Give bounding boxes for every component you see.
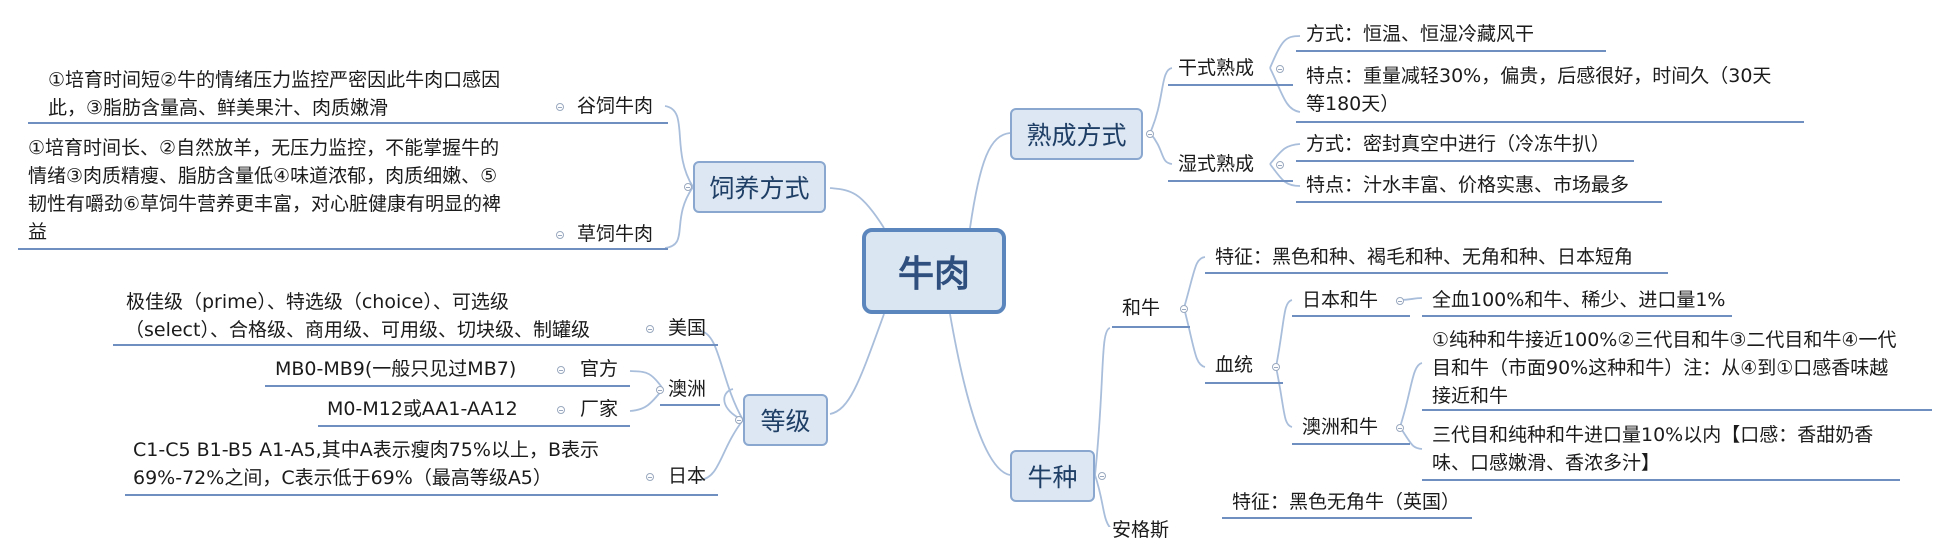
subtopic-japan[interactable]: 日本	[668, 465, 707, 487]
text-line: 益	[28, 221, 48, 243]
topic-feeding-method[interactable]: 饲养方式	[693, 161, 826, 213]
branch-underline	[1205, 382, 1283, 384]
branch-underline	[18, 248, 668, 250]
branch-underline	[318, 425, 630, 427]
branch-underline	[265, 385, 630, 387]
branch-underline	[1222, 517, 1472, 519]
text-line: 此，③脂肪含量高、鲜美果汁、肉质嫩滑	[48, 97, 389, 119]
text-line: C1-C5 B1-B5 A1-A5,其中A表示瘦肉75%以上，B表示	[133, 439, 599, 461]
collapse-toggle-icon[interactable]	[1276, 65, 1284, 73]
branch-underline	[1296, 160, 1634, 162]
text-line: ①培育时间长、②自然放羊，无压力监控，不能掌握牛的	[28, 137, 500, 159]
usa-grade-details[interactable]: 极佳级（prime）、特选级（choice）、可选级 （select）、合格级、…	[125, 288, 590, 344]
subtopic-angus[interactable]: 安格斯	[1112, 519, 1170, 541]
text-line: 韧性有嚼劲⑥草饲牛营养更丰富，对心脏健康有明显的裨	[28, 193, 502, 215]
branch-underline	[1422, 479, 1900, 481]
subtopic-australia-official[interactable]: 官方	[580, 358, 619, 380]
branch-underline	[1205, 272, 1668, 274]
branch-underline	[1112, 326, 1190, 328]
collapse-toggle-icon[interactable]	[556, 231, 564, 239]
subtopic-lineage[interactable]: 血统	[1215, 354, 1254, 376]
branch-underline	[113, 344, 718, 346]
subtopic-wagyu[interactable]: 和牛	[1122, 297, 1161, 319]
collapse-toggle-icon[interactable]	[1396, 297, 1404, 305]
collapse-toggle-icon[interactable]	[1276, 161, 1284, 169]
text-line: （select）、合格级、商用级、可用级、切块级、制罐级	[125, 319, 590, 341]
topic-breed[interactable]: 牛种	[1010, 450, 1095, 502]
branch-underline	[1422, 409, 1932, 411]
topic-grade[interactable]: 等级	[743, 394, 828, 446]
australia-factory-text[interactable]: M0-M12或AA1-AA12	[327, 398, 518, 420]
wet-aging-feature[interactable]: 特点：汁水丰富、价格实惠、市场最多	[1306, 174, 1630, 196]
branch-underline	[1296, 50, 1606, 52]
subtopic-grain-fed[interactable]: 谷饲牛肉	[577, 95, 654, 117]
collapse-toggle-icon[interactable]	[557, 366, 565, 374]
subtopic-australia[interactable]: 澳洲	[668, 378, 707, 400]
text-line: ①培育时间短②牛的情绪压力监控严密因此牛肉口感因	[48, 69, 501, 91]
angus-feature[interactable]: 特征：黑色无角牛（英国）	[1232, 491, 1461, 513]
collapse-toggle-icon[interactable]	[656, 386, 664, 394]
branch-underline	[1296, 121, 1804, 123]
collapse-toggle-icon[interactable]	[646, 325, 654, 333]
branch-underline	[1292, 443, 1410, 445]
text-line: 等180天）	[1306, 93, 1400, 115]
collapse-toggle-icon[interactable]	[1146, 130, 1154, 138]
collapse-toggle-icon[interactable]	[1180, 305, 1188, 313]
text-line: 三代目和纯种和牛进口量10%以内【口感：香甜奶香	[1432, 424, 1874, 446]
dry-aging-feature[interactable]: 特点：重量减轻30%，偏贵，后感很好，时间久（30天 等180天）	[1306, 62, 1771, 118]
branch-underline	[1422, 315, 1732, 317]
branch-underline	[1296, 201, 1662, 203]
australian-wagyu-grades[interactable]: ①纯种和牛接近100%②三代目和牛③二代目和牛④一代 目和牛（市面90%这种和牛…	[1432, 326, 1896, 410]
branch-underline	[540, 122, 668, 124]
central-topic-beef[interactable]: 牛肉	[862, 228, 1006, 314]
text-line: 69%-72%之间，C表示低于69%（最高等级A5）	[133, 467, 552, 489]
subtopic-australia-factory[interactable]: 厂家	[580, 398, 619, 420]
branch-underline	[125, 494, 718, 496]
text-line: 味、口感嫩滑、香浓多汁】	[1432, 452, 1661, 474]
australian-wagyu-import[interactable]: 三代目和纯种和牛进口量10%以内【口感：香甜奶香 味、口感嫩滑、香浓多汁】	[1432, 421, 1873, 477]
subtopic-wet-aging[interactable]: 湿式熟成	[1178, 153, 1255, 175]
subtopic-usa[interactable]: 美国	[668, 317, 707, 339]
subtopic-japanese-wagyu[interactable]: 日本和牛	[1302, 289, 1379, 311]
text-line: 接近和牛	[1432, 385, 1509, 407]
branch-underline	[1292, 315, 1410, 317]
text-line: 特点：重量减轻30%，偏贵，后感很好，时间久（30天	[1306, 65, 1772, 87]
branch-underline	[28, 122, 668, 124]
branch-underline	[660, 404, 720, 406]
grass-fed-details[interactable]: ①培育时间长、②自然放羊，无压力监控，不能掌握牛的 情绪③肉质精瘦、脂肪含量低④…	[28, 134, 501, 246]
topic-aging-method[interactable]: 熟成方式	[1010, 108, 1143, 160]
subtopic-grass-fed[interactable]: 草饲牛肉	[577, 223, 654, 245]
collapse-toggle-icon[interactable]	[1098, 472, 1106, 480]
branch-underline	[1168, 84, 1293, 86]
collapse-toggle-icon[interactable]	[1396, 424, 1404, 432]
australia-official-text[interactable]: MB0-MB9(一般只见过MB7)	[275, 358, 517, 380]
japanese-wagyu-text[interactable]: 全血100%和牛、稀少、进口量1%	[1432, 289, 1726, 311]
subtopic-australian-wagyu[interactable]: 澳洲和牛	[1302, 416, 1379, 438]
wagyu-feature[interactable]: 特征：黑色和种、褐毛和种、无角和种、日本短角	[1215, 246, 1634, 268]
text-line: 情绪③肉质精瘦、脂肪含量低④味道浓郁，肉质细嫩、⑤	[28, 165, 498, 187]
dry-aging-method[interactable]: 方式：恒温、恒湿冷藏风干	[1306, 23, 1535, 45]
text-line: ①纯种和牛接近100%②三代目和牛③二代目和牛④一代	[1432, 329, 1897, 351]
grain-fed-details[interactable]: ①培育时间短②牛的情绪压力监控严密因此牛肉口感因 此，③脂肪含量高、鲜美果汁、肉…	[48, 66, 500, 122]
collapse-toggle-icon[interactable]	[684, 183, 692, 191]
text-line: 极佳级（prime）、特选级（choice）、可选级	[126, 291, 509, 313]
subtopic-dry-aging[interactable]: 干式熟成	[1178, 57, 1255, 79]
branch-underline	[1168, 180, 1293, 182]
text-line: 目和牛（市面90%这种和牛）注：从④到①口感香味越	[1432, 357, 1889, 379]
wet-aging-method[interactable]: 方式：密封真空中进行（冷冻牛扒）	[1306, 133, 1611, 155]
collapse-toggle-icon[interactable]	[557, 406, 565, 414]
japan-grade-details[interactable]: C1-C5 B1-B5 A1-A5,其中A表示瘦肉75%以上，B表示 69%-7…	[133, 436, 599, 492]
collapse-toggle-icon[interactable]	[646, 473, 654, 481]
collapse-toggle-icon[interactable]	[556, 103, 564, 111]
collapse-toggle-icon[interactable]	[735, 416, 743, 424]
collapse-toggle-icon[interactable]	[1272, 363, 1280, 371]
